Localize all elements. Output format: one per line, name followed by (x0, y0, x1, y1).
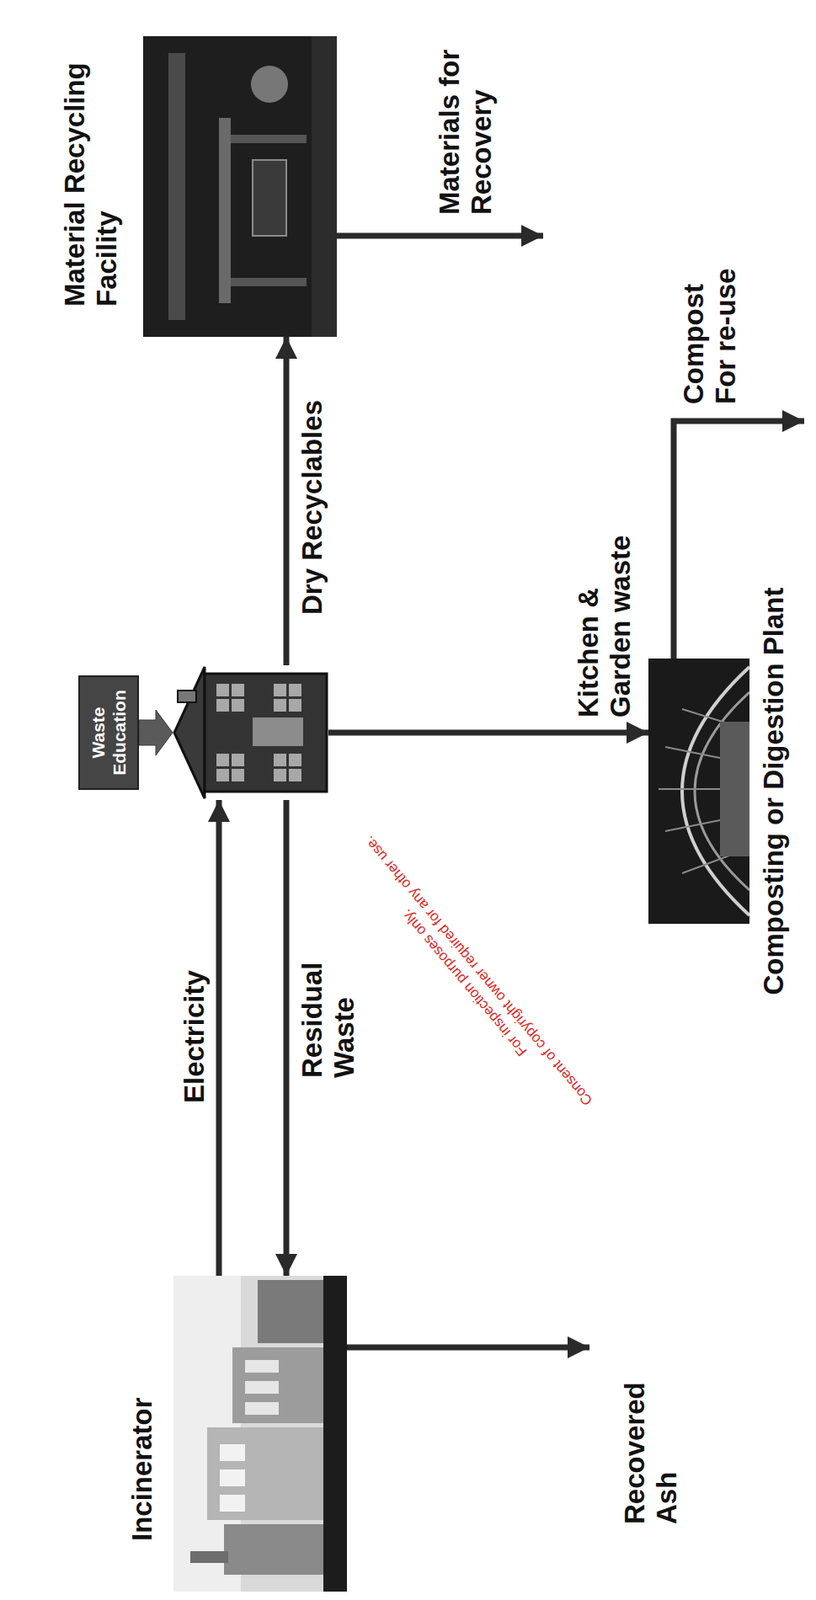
edge-label: Dry Recyclables (296, 362, 329, 615)
mrf-illustration (143, 36, 337, 337)
recycling-photo: Material Recycling Facility (143, 36, 337, 337)
output-label: Materials for Recovery (433, 33, 498, 215)
edge-label: Residual Waste (296, 938, 361, 1078)
watermark: For inspection purposes only.Consent of … (346, 832, 598, 1121)
watermark-text: For inspection purposes only. (346, 844, 583, 1122)
materials-arrow (336, 233, 544, 240)
box-label: Waste Education (87, 685, 130, 780)
flow-arrow (328, 730, 649, 736)
incinerator-photo: Incinerator (173, 1275, 347, 1592)
household-icon (172, 665, 329, 800)
watermark-text: Consent of copyright owner required for … (360, 832, 598, 1110)
edge-label: Kitchen & Garden waste (572, 515, 637, 718)
flow-arrow (283, 800, 290, 1276)
education-box: Waste Education (78, 675, 139, 790)
ash-arrow (346, 1344, 590, 1351)
flow-arrow (283, 336, 290, 666)
block-arrow (138, 709, 173, 756)
composting-photo: Composting or Digestion Plant (648, 658, 750, 924)
inc-illustration (173, 1275, 347, 1592)
node-heading: Composting or Digestion Plant (757, 587, 790, 996)
output-label: Compost For re-use (677, 256, 742, 405)
edge-label: Electricity (178, 934, 211, 1104)
node-heading: Incinerator (126, 1322, 159, 1542)
node-heading: Material Recycling Facility (58, 37, 123, 307)
house-illustration (172, 665, 329, 800)
output-label: Recovered Ash (618, 1364, 683, 1525)
comp-illustration (648, 658, 750, 924)
flow-arrow (216, 800, 223, 1276)
